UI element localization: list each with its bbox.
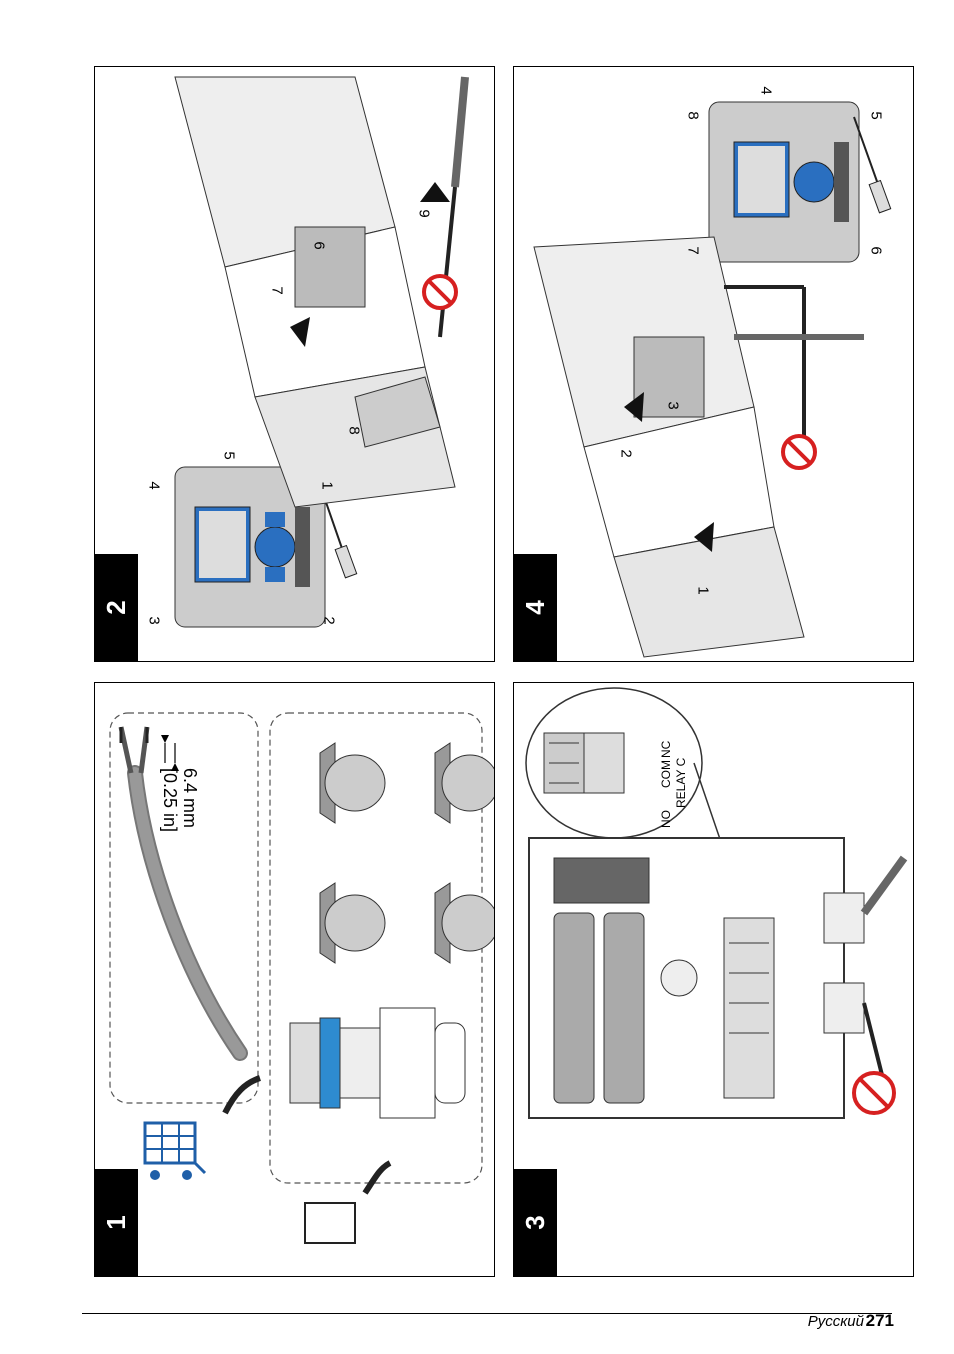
relay-terminal-nc: NC xyxy=(659,740,673,758)
arrow-icon xyxy=(290,317,310,347)
callout-3: 3 xyxy=(664,401,682,410)
callout-8: 8 xyxy=(345,426,363,435)
relay-magnifier xyxy=(525,687,703,839)
arrow-icon xyxy=(694,522,714,552)
cable-dashed-box xyxy=(109,712,259,1104)
panel-1: 6.4 mm [0.25 in] 1 xyxy=(94,682,495,1277)
step-badge-3: 3 xyxy=(514,1169,557,1276)
callout-6: 6 xyxy=(867,246,885,255)
callout-5: 5 xyxy=(220,451,238,460)
callout-2: 2 xyxy=(617,449,635,458)
callout-7: 7 xyxy=(268,286,286,295)
relay-terminal-com: COM xyxy=(659,760,673,788)
step-badge-1: 1 xyxy=(95,1169,138,1276)
screwdriver-icon xyxy=(853,116,892,214)
panel-3-illustration xyxy=(525,687,908,1119)
plug-icon xyxy=(319,742,386,824)
callout-7: 7 xyxy=(684,246,702,255)
panel-4-illustration xyxy=(533,101,892,658)
enclosure-top-view xyxy=(528,837,845,1119)
callout-8: 8 xyxy=(684,111,702,120)
panel-4: 1 2 3 4 5 6 7 8 4 xyxy=(513,66,914,662)
callout-3: 3 xyxy=(145,616,163,625)
step-badge-4: 4 xyxy=(514,554,557,661)
step-badge-2: 2 xyxy=(95,554,138,661)
strip-length-in: [0.25 in] xyxy=(160,768,180,833)
footer-divider xyxy=(82,1313,892,1314)
arrow-icon xyxy=(624,392,644,422)
callout-4: 4 xyxy=(757,86,775,95)
panel-3: NO COM NC RELAY C 3 xyxy=(513,682,914,1277)
callout-9: 9 xyxy=(415,209,433,218)
callout-1: 1 xyxy=(318,481,336,490)
relay-name: RELAY C xyxy=(674,757,688,808)
arrow-icon xyxy=(420,182,450,202)
controller-front xyxy=(708,101,860,263)
no-power-icon xyxy=(852,1071,896,1115)
no-power-icon xyxy=(781,434,817,470)
plug-icon xyxy=(434,882,494,964)
strip-length-mm: 6.4 mm xyxy=(180,768,200,829)
callout-4: 4 xyxy=(145,481,163,490)
callout-1: 1 xyxy=(694,586,712,595)
no-power-icon xyxy=(422,274,458,310)
panel-2: 1 2 3 4 5 6 7 8 9 2 xyxy=(94,66,495,662)
callout-5: 5 xyxy=(867,111,885,120)
plug-icon xyxy=(434,742,494,824)
plug-icon xyxy=(319,882,386,964)
wire-1 xyxy=(118,726,134,774)
gland-box-icon xyxy=(304,1160,392,1244)
cable xyxy=(860,855,908,916)
callout-2: 2 xyxy=(320,616,338,625)
panel-2-illustration xyxy=(174,76,469,628)
enclosure-open xyxy=(533,236,805,658)
enclosure-open xyxy=(174,76,456,508)
footer-language: Русский xyxy=(807,1313,864,1330)
controller-front xyxy=(174,466,326,628)
relay-terminal-no: NO xyxy=(659,810,673,828)
page-number: 271 xyxy=(865,1311,894,1330)
panel-1-illustration xyxy=(109,712,494,1244)
callout-6: 6 xyxy=(310,241,328,250)
cable-gland-icon xyxy=(289,1007,466,1119)
cable xyxy=(451,76,469,188)
cart-icon xyxy=(143,1075,262,1180)
